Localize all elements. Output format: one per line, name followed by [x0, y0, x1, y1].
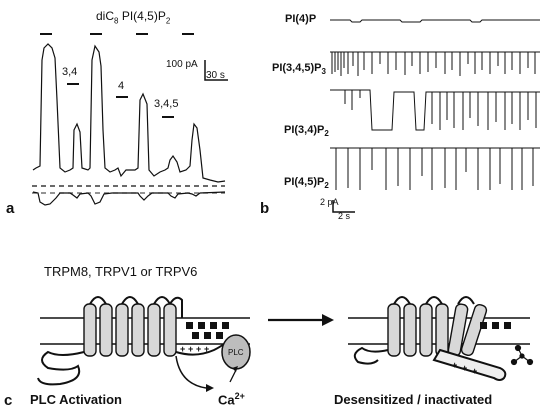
single-channel-trace-pip3 [330, 51, 540, 76]
svg-text:+: + [472, 366, 477, 376]
single-channel-trace-pi34p2 [330, 89, 540, 131]
pip2-lipids-right [480, 322, 511, 329]
ca-arrow [175, 355, 207, 389]
calcium-charge: 2+ [234, 391, 245, 401]
channel-names-title: TRPM8, TRPV1 or TRPV6 [44, 264, 198, 279]
plc-ca-arrow-head [232, 366, 238, 372]
trace-label-sub: 2 [324, 181, 329, 191]
n-terminus-left [37, 350, 85, 386]
panel-letter-c: c [4, 392, 13, 409]
svg-text:+: + [462, 363, 467, 373]
c-terminus-right [432, 348, 507, 381]
positive-charges-left: ++++ [180, 344, 209, 354]
scale-bar-b [332, 200, 355, 213]
scale-y-label-a: 100 pA [166, 59, 198, 70]
caption-desensitized: Desensitized / inactivated [334, 392, 493, 407]
scale-bar-a [204, 60, 228, 81]
panel-a-title: diC8 PI(4,5)P2 [96, 9, 170, 25]
label-3-4-5: 3,4,5 [154, 98, 179, 110]
title-prefix: diC [96, 9, 115, 23]
transition-arrow-head [322, 314, 334, 326]
current-trace-lower [32, 191, 226, 206]
current-trace-upper [32, 43, 226, 183]
trace-label-main: PI(4,5)P [284, 176, 325, 188]
panel-c-graphics: ++++ +++ [37, 296, 534, 392]
trace-label-main: PI(3,4)P [284, 124, 325, 136]
pip2-lipids-left [186, 322, 229, 339]
ip3-molecule [510, 344, 534, 366]
scale-x-label-a: 30 s [206, 70, 225, 81]
title-mid: PI(4,5)P [121, 9, 166, 23]
panel-letter-b: b [260, 200, 270, 217]
trace-label-pi4p: PI(4)P [285, 13, 316, 25]
label-4: 4 [118, 80, 125, 92]
channel-helices-left [83, 303, 177, 357]
positive-charges-right: + + + [452, 360, 477, 376]
trace-label-pi34p2: PI(3,4)P2 [284, 124, 329, 138]
scale-y-label-b: 2 pA [320, 197, 339, 207]
extracellular-loops-right [393, 296, 475, 305]
caption-plc-activation: PLC Activation [30, 392, 122, 407]
panel-letter-a: a [6, 200, 15, 217]
title-sub: 8 [114, 16, 119, 26]
trace-label-pi45p2: PI(4,5)P2 [284, 176, 329, 190]
svg-text:+: + [188, 344, 193, 354]
membrane-left [40, 317, 250, 345]
channel-helices-right [387, 303, 488, 357]
trace-label-main: PI(4)P [285, 13, 317, 25]
trace-label-sub: 2 [324, 129, 329, 139]
single-channel-trace-pi45p2 [330, 147, 540, 190]
n-terminus-right [353, 346, 389, 365]
scale-x-label-b: 2 s [338, 211, 351, 221]
extracellular-loops-left [89, 296, 183, 318]
calcium-label: Ca2+ [218, 391, 245, 407]
svg-text:+: + [452, 360, 457, 370]
calcium-symbol: Ca [218, 392, 235, 408]
trace-label-pip3: PI(3,4,5)P3 [272, 62, 326, 76]
svg-text:+: + [196, 344, 201, 354]
svg-text:+: + [204, 344, 209, 354]
trace-label-main: PI(3,4,5)P [272, 62, 322, 74]
svg-text:+: + [180, 344, 185, 354]
title-sub2: 2 [165, 16, 171, 26]
label-3-4: 3,4 [62, 66, 78, 78]
single-channel-trace-pi4p [330, 19, 540, 23]
panel-b-graphics [330, 19, 540, 213]
ca-arrow-head [206, 384, 214, 392]
plc-label: PLC [228, 348, 244, 357]
plc-ca-arrow [229, 369, 237, 383]
panel-a-graphics [32, 33, 228, 206]
trace-label-sub: 3 [321, 67, 326, 77]
